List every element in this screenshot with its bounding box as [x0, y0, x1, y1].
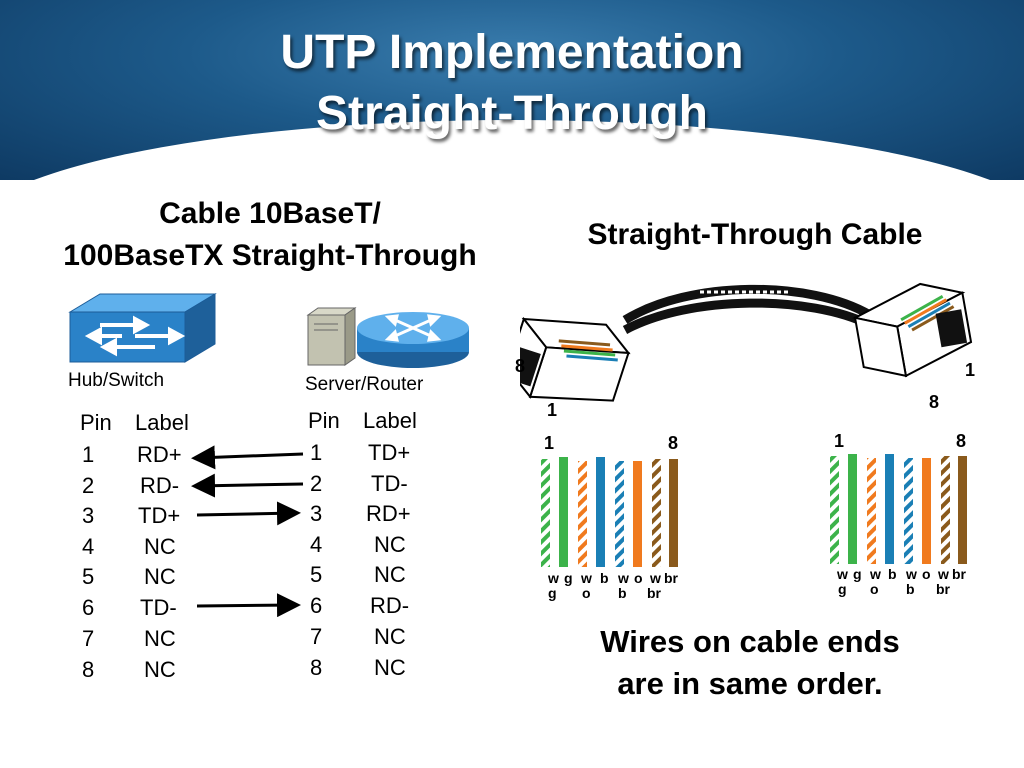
left-label: RD-: [140, 473, 180, 498]
left-connector-pin-8: 8: [515, 356, 526, 376]
left-pin: 6: [82, 595, 95, 620]
right-label: NC: [374, 532, 406, 557]
arrow-td-minus-to-rd-minus-right: [196, 593, 301, 618]
right-label: TD-: [371, 471, 408, 496]
right-label: TD+: [368, 440, 411, 465]
right-pin: 4: [310, 532, 323, 557]
wire-label: w: [870, 566, 881, 582]
left-label: NC: [144, 657, 176, 682]
right-pin: 3: [310, 501, 323, 526]
right-wire-end: 8: [956, 431, 967, 451]
wire-label: w: [650, 570, 661, 586]
right-pin: 5: [310, 562, 323, 587]
wire-label: o: [582, 585, 591, 601]
left-label: NC: [144, 626, 176, 651]
left-pin: 5: [82, 564, 95, 589]
right-wire-start: 1: [834, 431, 845, 451]
left-label: TD+: [138, 503, 181, 528]
right-connector-pin-8: 8: [929, 392, 940, 412]
wire-label: b: [906, 581, 915, 597]
wire-label: b: [600, 570, 609, 586]
left-label: NC: [144, 564, 176, 589]
left-heading-line2: 100BaseTX Straight-Through: [63, 239, 477, 272]
arrow-td-plus-to-rd-plus-right: [196, 501, 301, 526]
title-banner: [0, 0, 1024, 180]
right-pin: 2: [310, 471, 323, 496]
wire-label: b: [888, 566, 897, 582]
wire-label: w: [618, 570, 629, 586]
right-pin: 6: [310, 593, 323, 618]
wire-label: w: [837, 566, 848, 582]
page-title-line2: Straight-Through: [316, 87, 708, 140]
wire-label: o: [634, 570, 643, 586]
right-wire-order: [830, 454, 967, 564]
right-label: NC: [374, 562, 406, 587]
wire-label: g: [548, 585, 557, 601]
wire-label: w: [906, 566, 917, 582]
wire-label: br: [664, 570, 678, 586]
left-pin: 3: [82, 503, 95, 528]
straight-through-cable-illustration: [520, 282, 973, 402]
server-router-icon: [306, 307, 469, 368]
right-table-header-pin: Pin: [308, 408, 340, 433]
wire-label: g: [564, 570, 573, 586]
left-label: TD-: [140, 595, 177, 620]
left-wire-end: 8: [668, 433, 679, 453]
wire-label: w: [938, 566, 949, 582]
right-connector-pin-1: 1: [965, 360, 976, 380]
right-pin: 1: [310, 440, 323, 465]
right-label: RD+: [366, 501, 411, 526]
wire-label: br: [936, 581, 950, 597]
server-router-label: Server/Router: [305, 374, 424, 395]
right-label: NC: [374, 655, 406, 680]
wire-label: g: [853, 566, 862, 582]
arrow-td-plus-to-rd-plus: [191, 445, 304, 470]
page-title-line1: UTP Implementation: [280, 26, 744, 79]
left-label: RD+: [137, 442, 182, 467]
left-wire-start: 1: [544, 433, 555, 453]
arrow-td-minus-to-rd-minus: [191, 473, 304, 498]
conclusion-line2: are in same order.: [617, 666, 883, 701]
right-heading: Straight-Through Cable: [587, 218, 923, 251]
left-pin: 7: [82, 626, 95, 651]
left-wire-order: [541, 457, 678, 567]
wire-label: b: [618, 585, 627, 601]
wire-label: br: [647, 585, 661, 601]
left-heading-line1: Cable 10BaseT/: [159, 197, 381, 230]
right-table-header-label: Label: [363, 408, 417, 433]
right-pin: 7: [310, 624, 323, 649]
right-label: RD-: [370, 593, 410, 618]
wire-label: o: [870, 581, 879, 597]
left-pin: 8: [82, 657, 95, 682]
hub-switch-icon: [68, 293, 217, 363]
left-pin: 4: [82, 534, 95, 559]
left-pin: 2: [82, 473, 95, 498]
left-label: NC: [144, 534, 176, 559]
right-pin: 8: [310, 655, 323, 680]
wire-label: w: [548, 570, 559, 586]
wire-label: w: [581, 570, 592, 586]
conclusion-line1: Wires on cable ends: [600, 624, 900, 659]
left-table-header-pin: Pin: [80, 410, 112, 435]
hub-switch-label: Hub/Switch: [68, 370, 165, 391]
left-pin: 1: [82, 442, 95, 467]
wire-label: g: [838, 581, 847, 597]
left-table-header-label: Label: [135, 410, 189, 435]
left-connector-pin-1: 1: [547, 400, 558, 420]
pin-mapping-arrows: [191, 445, 304, 618]
wire-label: o: [922, 566, 931, 582]
wire-label: br: [952, 566, 966, 582]
right-label: NC: [374, 624, 406, 649]
